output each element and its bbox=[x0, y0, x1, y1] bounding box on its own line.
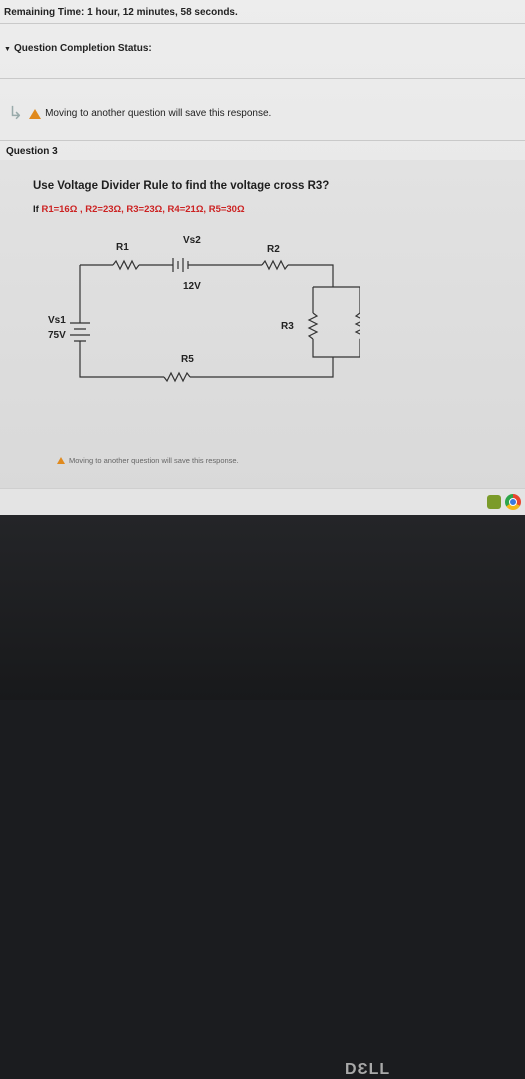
label-r3: R3 bbox=[281, 321, 294, 332]
divider bbox=[0, 140, 525, 141]
warning-icon bbox=[29, 108, 42, 119]
label-vs1: Vs1 bbox=[48, 315, 66, 326]
battery-vs2 bbox=[172, 258, 189, 272]
label-vs2: Vs2 bbox=[183, 235, 201, 246]
label-vs1-value: 75V bbox=[48, 330, 66, 341]
resistor-r3 bbox=[307, 312, 319, 340]
battery-vs1 bbox=[70, 322, 90, 342]
save-notice-text: Moving to another question will save thi… bbox=[45, 108, 272, 119]
question-panel bbox=[0, 160, 525, 490]
resistor-r5 bbox=[163, 371, 191, 383]
label-r1: R1 bbox=[116, 242, 129, 253]
wire bbox=[190, 357, 334, 378]
browser-screen: Remaining Time: 1 hour, 12 minutes, 58 s… bbox=[0, 0, 525, 515]
values-prefix: If bbox=[33, 204, 42, 215]
label-r2: R2 bbox=[267, 244, 280, 255]
completion-status[interactable]: ▼Question Completion Status: bbox=[4, 43, 152, 54]
remaining-time: Remaining Time: 1 hour, 12 minutes, 58 s… bbox=[4, 7, 238, 18]
divider bbox=[0, 78, 525, 79]
app-icon[interactable] bbox=[487, 495, 501, 509]
footer-notice-text: Moving to another question will save thi… bbox=[69, 456, 239, 465]
laptop-bezel: DƐLL bbox=[0, 515, 525, 1078]
taskbar bbox=[0, 488, 525, 515]
save-notice: ↳ Moving to another question will save t… bbox=[8, 103, 271, 124]
warning-icon bbox=[57, 457, 65, 464]
circuit-diagram: R1 Vs2 R2 12V Vs1 75V R3 R4 R5 bbox=[48, 235, 360, 383]
resistor-r2 bbox=[261, 259, 289, 271]
question-values: If R1=16Ω , R2=23Ω, R3=23Ω, R4=21Ω, R5=3… bbox=[33, 204, 245, 215]
wire bbox=[312, 339, 360, 358]
dell-logo: DƐLL bbox=[345, 1061, 391, 1078]
resistor-r4 bbox=[354, 312, 360, 339]
completion-status-label: Question Completion Status: bbox=[13, 43, 152, 54]
divider bbox=[0, 23, 525, 24]
expand-arrow-icon[interactable]: ▼ bbox=[4, 46, 11, 53]
chrome-icon[interactable] bbox=[505, 494, 521, 510]
values-list: R1=16Ω , R2=23Ω, R3=23Ω, R4=21Ω, R5=30Ω bbox=[41, 204, 245, 215]
question-title: Use Voltage Divider Rule to find the vol… bbox=[33, 180, 330, 192]
question-label: Question 3 bbox=[6, 146, 58, 157]
label-r5: R5 bbox=[181, 354, 194, 365]
resistor-r1 bbox=[112, 259, 140, 271]
footer-notice: Moving to another question will save thi… bbox=[57, 456, 239, 465]
wire bbox=[79, 347, 164, 378]
wire bbox=[288, 264, 334, 287]
label-vs2-value: 12V bbox=[183, 281, 201, 292]
return-arrow-icon: ↳ bbox=[8, 103, 24, 123]
